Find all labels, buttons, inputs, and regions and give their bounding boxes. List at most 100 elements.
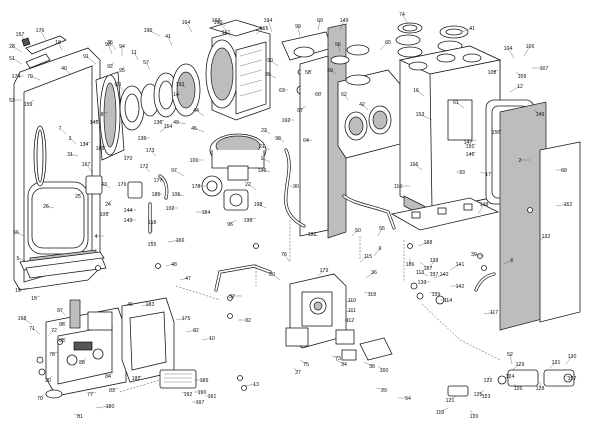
callout-label-c92: 119: [436, 410, 444, 416]
callout-leader-c190: [89, 391, 97, 395]
callout-label-c199: 185: [152, 192, 161, 198]
callout-label-c43: 148: [480, 202, 489, 208]
callout-leader-c181: [107, 371, 115, 377]
callout-label-c155: 136: [154, 120, 163, 126]
callout-leader-c98: [565, 355, 573, 365]
callout-label-c17: 41: [165, 34, 171, 40]
bottom-plate: [390, 197, 500, 231]
callout-label-c40: 17: [485, 172, 491, 178]
callout-label-c36: 153: [416, 112, 425, 118]
callout-leader-c71: [15, 231, 25, 237]
callout-label-c167: 24: [105, 202, 111, 208]
callout-leader-c37: [455, 101, 465, 109]
callout-leader-c25: [401, 13, 409, 25]
callout-label-c45: 186: [406, 262, 415, 268]
callout-leader-c103: [505, 373, 511, 377]
callout-leader-c143: [345, 299, 353, 303]
callout-label-c86: 32: [245, 318, 251, 324]
control-panel: [45, 297, 197, 397]
callout-leader-c74: [121, 303, 131, 307]
callout-leader-c77: [47, 329, 55, 337]
callout-leader-c95: [477, 389, 485, 395]
callout-leader-c3: [57, 41, 63, 51]
callout-leader-c107: [85, 163, 93, 173]
callout-leader-c189: [81, 357, 87, 363]
callout-label-c105: 169: [96, 146, 105, 152]
callout-leader-c32: [533, 109, 541, 115]
callout-leader-c137: [175, 193, 185, 197]
callout-leader-c52: [483, 311, 495, 315]
callout-leader-c163: [51, 351, 59, 355]
callout-leader-c105: [99, 145, 107, 149]
callout-label-c50: 140: [440, 272, 449, 278]
callout-label-c46: 187: [424, 266, 433, 272]
callout-leader-c76: [31, 327, 41, 335]
callout-label-c157: 21: [259, 144, 265, 150]
callout-leader-c62: [247, 217, 257, 221]
callout-leader-c13: [121, 65, 125, 71]
callout-label-c170: 132: [542, 234, 551, 240]
callout-label-c133: 48: [171, 262, 177, 268]
callout-label-c58: 80: [269, 272, 275, 278]
callout-label-c64: 178: [192, 184, 201, 190]
heat-exchanger: [205, 19, 271, 121]
callout-label-c118: 45: [191, 126, 197, 132]
callout-leader-c175: [133, 51, 139, 61]
callout-label-c188: 103: [100, 212, 109, 218]
callout-leader-c11: [107, 43, 113, 55]
callout-leader-c30: [491, 69, 499, 73]
callout-label-c197: 177: [154, 178, 163, 184]
callout-label-c195: 172: [140, 164, 149, 170]
callout-leader-c93: [449, 395, 457, 401]
callout-label-c32: 149: [536, 112, 545, 118]
callout-label-c14: 92: [107, 64, 113, 70]
callout-label-c136: 102: [166, 206, 175, 212]
callout-label-c198: 182: [132, 376, 141, 382]
callout-leader-c196: [149, 149, 157, 157]
callout-leader-c7: [29, 75, 41, 81]
callout-label-c22: 69: [317, 18, 323, 24]
callout-leader-c148: [343, 93, 349, 101]
callout-label-c42: 116: [394, 184, 402, 190]
callout-label-c201: 147: [464, 140, 473, 146]
callout-leader-c16: [147, 29, 161, 37]
callout-leader-c112: [69, 153, 79, 157]
callout-label-c12: 94: [119, 44, 125, 50]
callout-leader-c44: [417, 241, 429, 247]
callout-label-c163: 78: [49, 352, 55, 358]
callout-leader-c48: [503, 259, 513, 265]
callout-leader-c41: [413, 163, 423, 171]
callout-label-c26: 41: [469, 26, 475, 32]
callout-leader-c170: [539, 235, 547, 241]
callout-label-c146: 59: [327, 68, 333, 74]
callout-label-c19: 163: [212, 18, 221, 24]
callout-label-c95: 125: [474, 392, 483, 398]
callout-label-c54: 115: [364, 254, 372, 260]
callout-label-c38: 16: [413, 88, 419, 94]
callout-label-c185: 56: [335, 42, 341, 48]
callout-leader-c19: [215, 19, 227, 27]
callout-label-c101: 52: [507, 352, 513, 358]
callout-leader-c186: [377, 227, 383, 237]
callout-label-c80: 180: [106, 404, 115, 410]
callout-leader-c185: [337, 43, 341, 53]
callout-leader-c10: [63, 67, 71, 75]
callout-label-c65: 97: [171, 168, 177, 174]
callout-label-c123: 150: [492, 130, 501, 136]
callout-leader-c21: [297, 25, 301, 37]
callout-leader-c63: [229, 219, 237, 225]
callout-label-c85: 13: [253, 382, 259, 388]
callout-label-c93: 121: [446, 398, 455, 404]
callout-leader-c194: [257, 203, 267, 209]
callout-label-c81: 81: [77, 414, 83, 420]
callout-label-c111: 3: [69, 136, 72, 142]
callout-leader-c140: [61, 321, 67, 325]
callout-leader-c108: [59, 127, 67, 135]
callout-leader-c178: [331, 355, 339, 359]
callout-leader-c109: [83, 141, 91, 145]
callout-leader-c187: [515, 71, 523, 77]
callout-label-c151: 181: [308, 232, 317, 238]
callout-label-c186: 55: [379, 226, 385, 232]
callout-label-c63: 96: [227, 222, 233, 228]
